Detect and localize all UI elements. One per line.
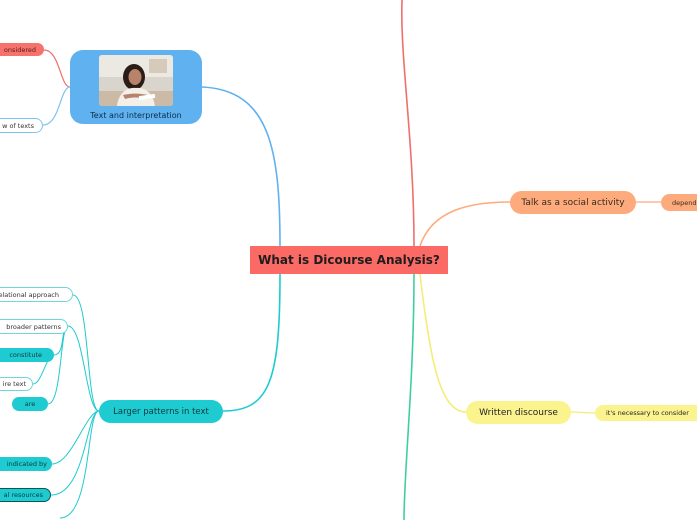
photo-illustration	[99, 55, 173, 106]
connector-patterns	[222, 273, 281, 412]
topic-written-discourse[interactable]: Written discourse	[466, 401, 571, 424]
subtopic-are[interactable]: are	[12, 397, 48, 411]
connector-patterns-7	[50, 410, 100, 496]
subtopic-necessary-to-consider[interactable]: it's necessary to consider	[595, 405, 697, 421]
subtopic-constitute[interactable]: constitute	[0, 348, 54, 362]
connector-patterns-2	[67, 325, 100, 412]
connector-text	[201, 86, 281, 247]
connector-patterns-6	[51, 410, 100, 465]
topic-text-interpretation[interactable]: Text and interpretation	[70, 50, 202, 124]
connector-text-child-2	[42, 86, 71, 126]
connector-written-child	[570, 411, 596, 414]
subtopic-resources[interactable]: al resources	[0, 488, 51, 502]
subtopic-depend[interactable]: depend	[661, 194, 697, 211]
topic-talk-social-activity[interactable]: Talk as a social activity	[510, 191, 636, 214]
connector-patterns-1	[72, 294, 100, 412]
subtopic-entire-text[interactable]: ire text	[0, 377, 33, 391]
subtopic-considered[interactable]: onsidered	[0, 43, 44, 56]
connector-broader-are	[47, 325, 69, 405]
connector-talk	[419, 201, 511, 247]
connector-green-bottom	[403, 273, 415, 520]
person-reading-photo	[99, 55, 173, 106]
subtopic-relational-approach[interactable]: elational approach	[0, 287, 73, 302]
subtopic-indicated-by[interactable]: indicated by	[0, 457, 52, 471]
topic-text-interpretation-label: Text and interpretation	[90, 111, 182, 120]
connector-text-child-1	[43, 49, 71, 88]
central-topic[interactable]: What is Dicourse Analysis?	[250, 246, 448, 274]
connector-written	[419, 273, 467, 413]
topic-larger-patterns[interactable]: Larger patterns in text	[99, 400, 223, 423]
connector-red-top	[401, 0, 415, 247]
subtopic-broader-patterns[interactable]: broader patterns	[0, 319, 68, 334]
connector-patterns-8	[59, 410, 100, 519]
subtopic-view-of-texts[interactable]: w of texts	[0, 118, 43, 133]
